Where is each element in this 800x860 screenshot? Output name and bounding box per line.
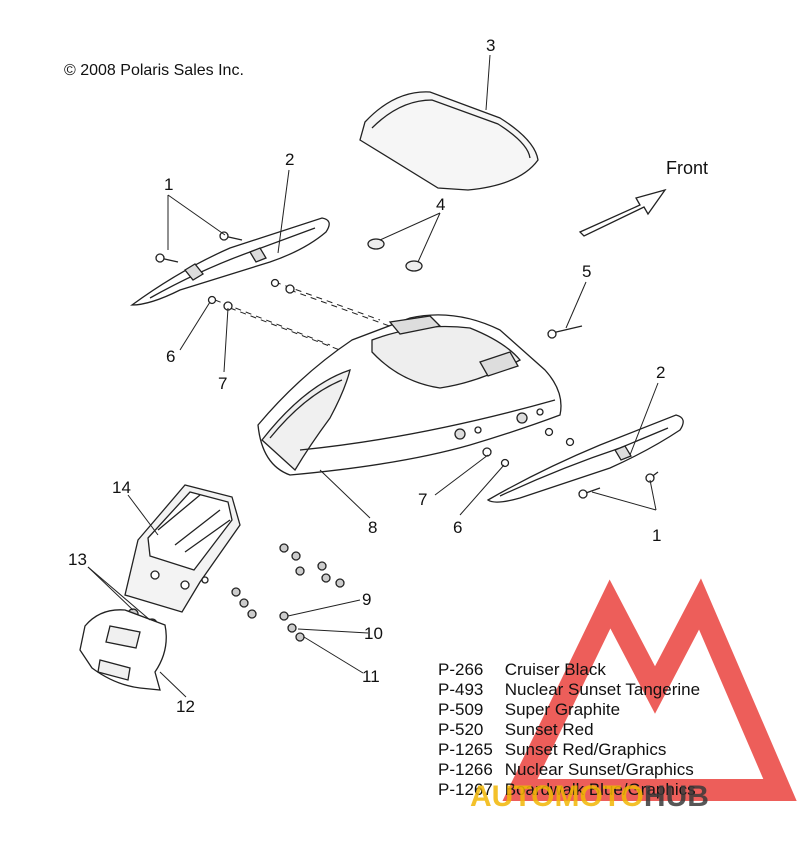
callout-3: 3 <box>486 36 496 55</box>
front-direction-label: Front <box>666 158 709 178</box>
bolt-part-5 <box>547 325 583 339</box>
callout-7-left: 7 <box>218 374 228 393</box>
fastener-group-parts-9-10-11 <box>231 543 345 642</box>
legend-name: Cruiser Black <box>504 660 606 679</box>
callout-2-right: 2 <box>656 363 666 382</box>
callout-9: 9 <box>362 590 372 609</box>
side-panel-right-part-2 <box>486 414 684 503</box>
watermark-part2: HUB <box>643 780 709 813</box>
legend-code: P-520 <box>438 720 484 739</box>
callout-8: 8 <box>368 518 378 537</box>
legend-row: P-520 Sunset Red <box>438 720 700 740</box>
rear-tail-body-part-8 <box>257 314 562 476</box>
legend-row: P-493 Nuclear Sunset Tangerine <box>438 680 700 700</box>
legend-row: P-1265 Sunset Red/Graphics <box>438 740 700 760</box>
legend-row: P-1266 Nuclear Sunset/Graphics <box>438 760 700 780</box>
legend-code: P-1265 <box>438 740 493 759</box>
legend-row: P-1267 Boardwalk Blue/Graphics <box>438 780 700 800</box>
screw-left-part-1 <box>155 231 243 263</box>
callout-11: 11 <box>362 667 380 686</box>
nut-left-part-6 <box>207 295 217 305</box>
callout-2-left: 2 <box>285 150 295 169</box>
watermark-text: AUTOMOTOHUB <box>470 780 709 814</box>
license-holder-part-12 <box>79 609 167 691</box>
callout-1-left: 1 <box>164 175 174 194</box>
callout-6-left: 6 <box>166 347 176 366</box>
legend-row: P-509 Super Graphite <box>438 700 700 720</box>
legend-name: Nuclear Sunset/Graphics <box>504 760 694 779</box>
callout-13: 13 <box>68 550 87 569</box>
paint-color-legend: P-266 Cruiser Black P-493 Nuclear Sunset… <box>438 660 700 800</box>
legend-name: Sunset Red/Graphics <box>504 740 667 759</box>
copyright-notice: © 2008 Polaris Sales Inc. <box>64 62 244 79</box>
legend-code: P-493 <box>438 680 484 699</box>
callout-7-right: 7 <box>418 490 428 509</box>
callout-10: 10 <box>364 624 383 643</box>
plug-b-part-4 <box>405 260 423 272</box>
callout-5: 5 <box>582 262 592 281</box>
seat-pad-part-3 <box>359 91 539 191</box>
callout-4: 4 <box>436 195 446 214</box>
front-arrow-icon <box>578 188 667 237</box>
legend-code: P-266 <box>438 660 484 679</box>
automotohub-watermark-logo <box>502 578 797 801</box>
callout-1-right: 1 <box>652 526 662 545</box>
watermark-part1: AUTOMOTO <box>470 780 644 813</box>
callout-12: 12 <box>176 697 195 716</box>
legend-name: Boardwalk Blue/Graphics <box>504 780 696 799</box>
legend-code: P-1266 <box>438 760 493 779</box>
legend-name: Nuclear Sunset Tangerine <box>504 680 701 699</box>
license-bracket-part-14 <box>124 484 241 613</box>
legend-name: Sunset Red <box>504 720 594 739</box>
legend-code: P-509 <box>438 700 484 719</box>
legend-code: P-1267 <box>438 780 493 799</box>
plug-a-part-4 <box>367 238 385 250</box>
callout-6-right: 6 <box>453 518 463 537</box>
legend-row: P-266 Cruiser Black <box>438 660 700 680</box>
legend-name: Super Graphite <box>504 700 621 719</box>
callout-14: 14 <box>112 478 131 497</box>
